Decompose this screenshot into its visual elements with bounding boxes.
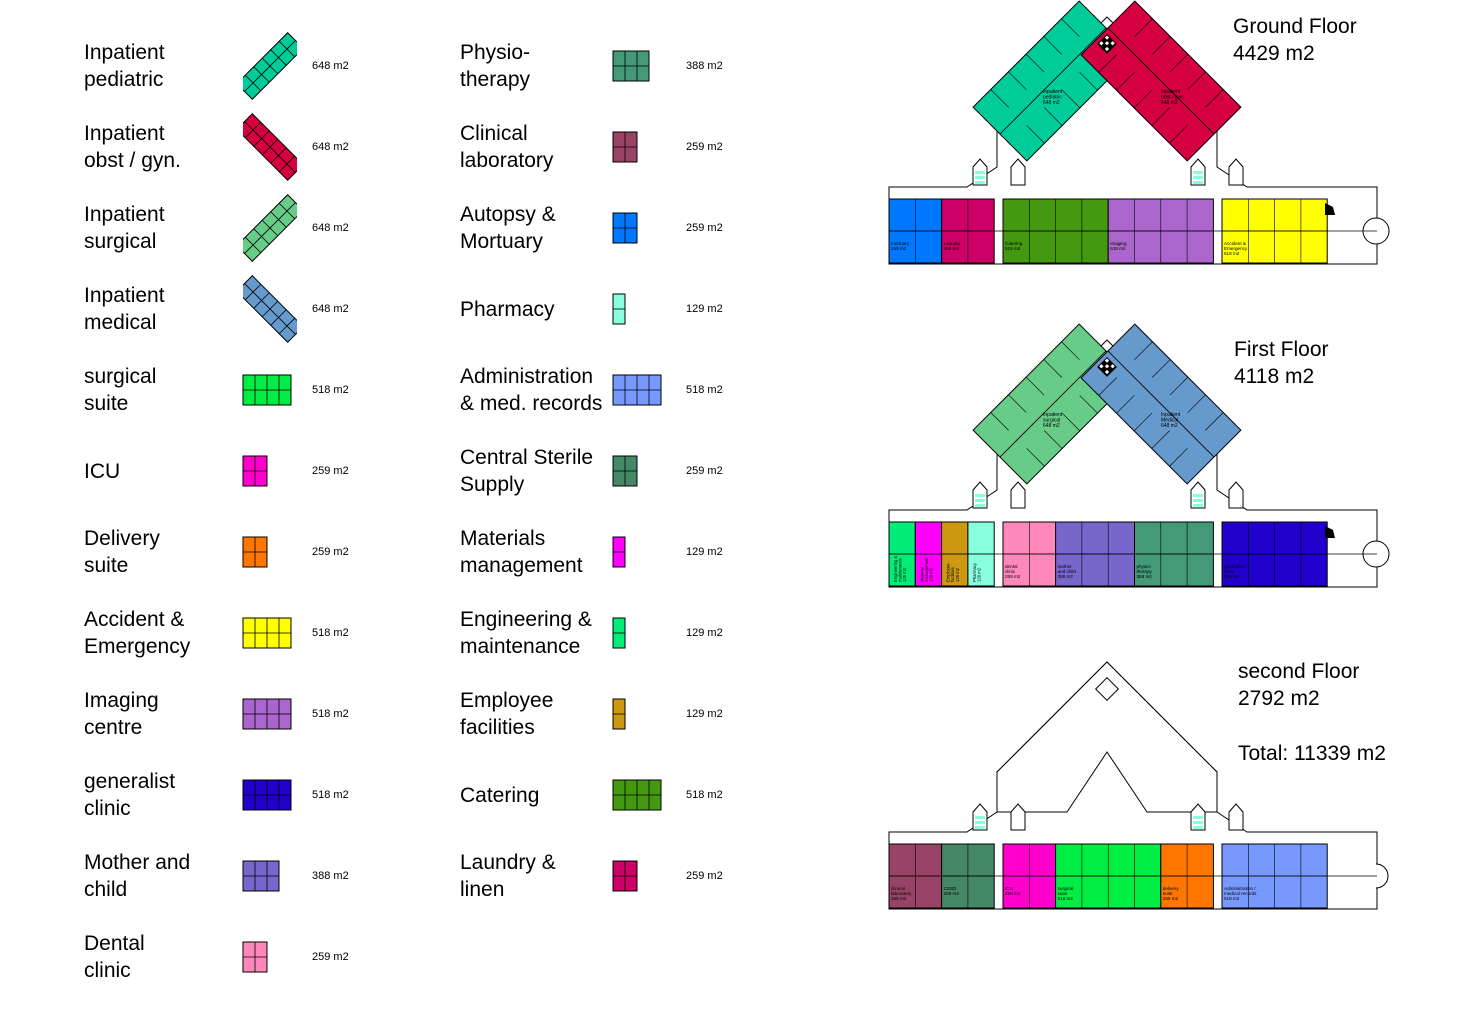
stair-icon xyxy=(972,158,988,186)
stair-icon xyxy=(972,481,988,509)
elevator-core-icon xyxy=(1094,676,1120,702)
svg-text:Pharmacy129 m2: Pharmacy129 m2 xyxy=(972,562,982,582)
floor-title: Ground Floor xyxy=(1233,15,1357,38)
svg-text:Employeefacilities129 m2: Employeefacilities129 m2 xyxy=(946,563,960,582)
total-area: Total: 11339 m2 xyxy=(1238,742,1386,765)
end-curve xyxy=(1375,863,1389,889)
floor-area: 2792 m2 xyxy=(1238,687,1320,710)
stair-icon xyxy=(972,803,988,831)
elevator-core-icon xyxy=(1097,357,1117,377)
floor-area: 4118 m2 xyxy=(1234,365,1314,388)
stair-icon xyxy=(1010,803,1026,831)
stair-icon xyxy=(1010,158,1026,186)
stair-icon xyxy=(1228,803,1244,831)
elevator-core-icon xyxy=(1097,34,1117,54)
stair-icon xyxy=(1010,481,1026,509)
stair-icon xyxy=(1228,158,1244,186)
svg-text:Materialmanagement129 m2: Materialmanagement129 m2 xyxy=(919,557,933,582)
empty-wing-outline xyxy=(996,661,1218,813)
stair-icon xyxy=(1190,803,1206,831)
entrance-marker-icon xyxy=(1325,526,1335,538)
floor-area: 4429 m2 xyxy=(1233,42,1315,65)
entrance-marker-icon xyxy=(1325,203,1335,215)
stair-icon xyxy=(1190,158,1206,186)
floor-title: First Floor xyxy=(1234,338,1329,361)
stair-icon xyxy=(1228,481,1244,509)
stair-icon xyxy=(1190,481,1206,509)
svg-text:Engineering &maintenance129 m2: Engineering &maintenance129 m2 xyxy=(893,555,907,582)
floor-title: second Floor xyxy=(1238,660,1359,683)
